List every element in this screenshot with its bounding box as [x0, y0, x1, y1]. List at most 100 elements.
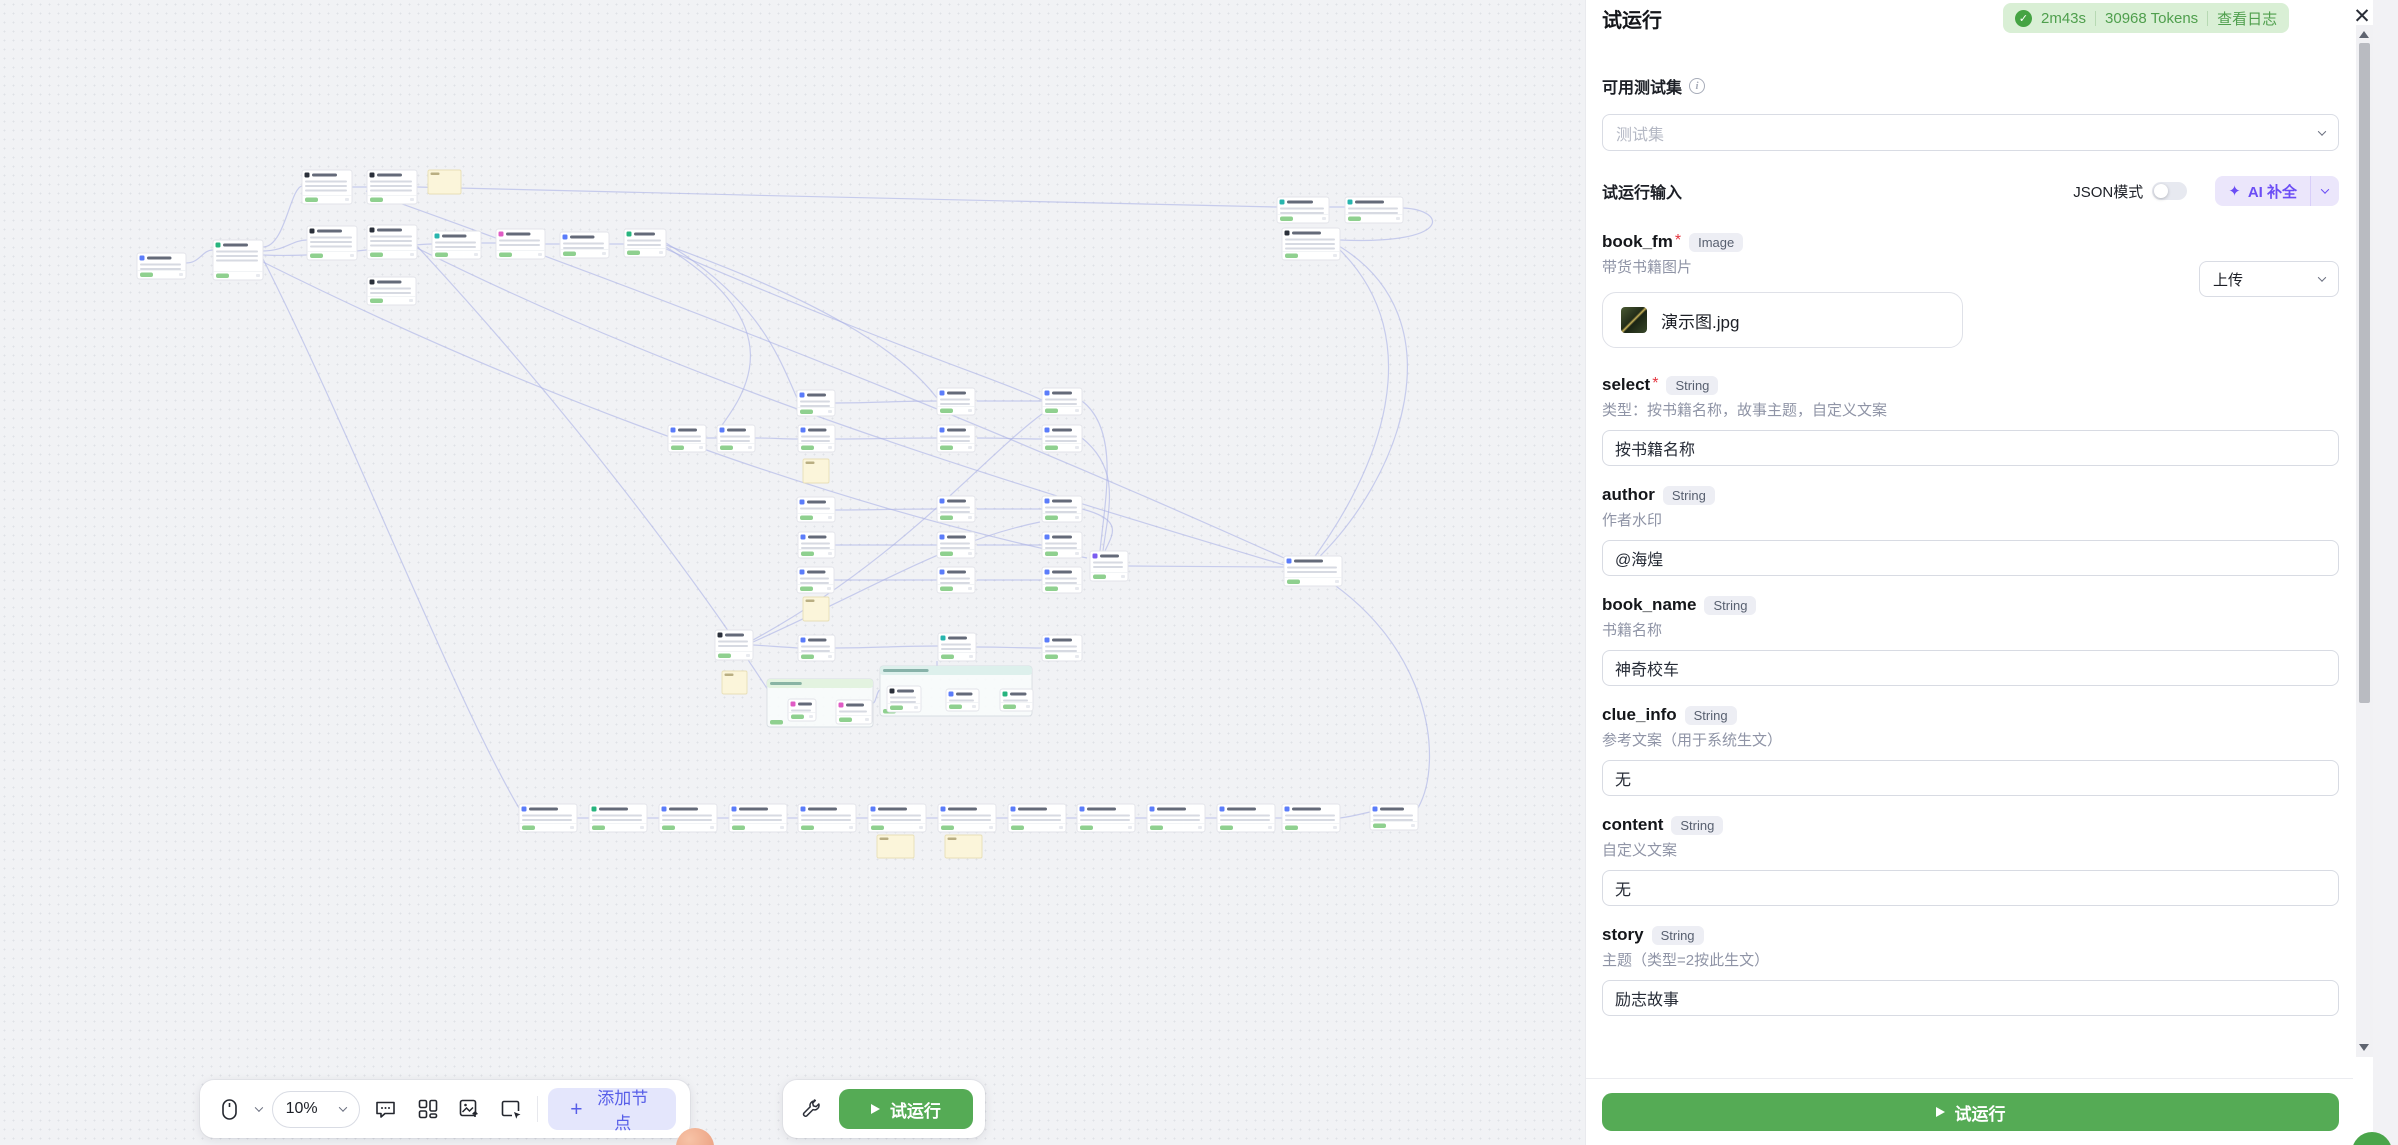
- workflow-node[interactable]: [667, 424, 707, 453]
- workflow-node[interactable]: [559, 231, 610, 259]
- panel-run-button[interactable]: 试运行: [1602, 1093, 2339, 1131]
- assistant-fab[interactable]: [676, 1128, 714, 1145]
- workflow-node[interactable]: [1216, 803, 1276, 833]
- workflow-node[interactable]: [495, 228, 546, 260]
- workflow-node[interactable]: [306, 225, 358, 261]
- workflow-node[interactable]: [1276, 196, 1330, 224]
- sticky-note[interactable]: [802, 458, 830, 484]
- ai-complete-dropdown[interactable]: [2310, 176, 2339, 206]
- workflow-canvas[interactable]: 10% + 添加节点: [0, 0, 1585, 1145]
- scrollbar-thumb[interactable]: [2359, 43, 2370, 703]
- workflow-node[interactable]: [945, 688, 980, 712]
- workflow-node[interactable]: [1369, 803, 1419, 831]
- workflow-node[interactable]: [518, 803, 578, 833]
- field-input[interactable]: [1602, 650, 2339, 686]
- panel-scrollbar[interactable]: [2356, 25, 2373, 1057]
- workflow-node[interactable]: [999, 688, 1034, 712]
- run-status-badge[interactable]: ✓ 2m43s 30968 Tokens 查看日志: [2003, 3, 2290, 33]
- testset-select[interactable]: 测试集: [1602, 114, 2339, 151]
- workflow-node[interactable]: [1041, 424, 1083, 453]
- workflow-node[interactable]: [796, 496, 836, 523]
- workflow-node[interactable]: [936, 531, 976, 559]
- workflow-node[interactable]: [431, 230, 482, 260]
- workflow-node[interactable]: [886, 685, 922, 713]
- workflow-node[interactable]: [623, 228, 667, 258]
- field-type-badge: String: [1666, 376, 1719, 395]
- workflow-node[interactable]: [366, 224, 418, 260]
- workflow-node[interactable]: [1344, 196, 1404, 224]
- sticky-note[interactable]: [721, 670, 748, 695]
- workflow-node[interactable]: [716, 424, 756, 453]
- workflow-node[interactable]: [796, 389, 836, 417]
- workflow-node[interactable]: [937, 632, 977, 662]
- workflow-node[interactable]: [1089, 550, 1129, 582]
- workflow-node[interactable]: [1041, 566, 1083, 594]
- sticky-note[interactable]: [427, 169, 462, 195]
- json-mode-toggle[interactable]: [2152, 182, 2188, 200]
- workflow-node[interactable]: [797, 531, 836, 559]
- workflow-node[interactable]: [658, 803, 718, 833]
- workflow-node[interactable]: [1041, 634, 1083, 662]
- workflow-node[interactable]: [1146, 803, 1206, 833]
- workflow-node[interactable]: [366, 276, 417, 306]
- workflow-node[interactable]: [787, 698, 817, 722]
- zoom-level-select[interactable]: 10%: [271, 1090, 360, 1128]
- field-input[interactable]: [1602, 540, 2339, 576]
- field-input[interactable]: [1602, 870, 2339, 906]
- upload-method-select[interactable]: 上传: [2199, 261, 2339, 297]
- workflow-node[interactable]: [936, 495, 976, 523]
- workflow-node[interactable]: [937, 803, 997, 833]
- workflow-node[interactable]: [1041, 387, 1083, 416]
- workflow-node[interactable]: [136, 252, 187, 280]
- input-section-label: 试运行输入: [1602, 185, 1683, 202]
- workflow-node[interactable]: [936, 566, 976, 594]
- mouse-mode-button[interactable]: [214, 1092, 246, 1126]
- workflow-node[interactable]: [301, 169, 353, 205]
- comment-button[interactable]: [370, 1092, 402, 1126]
- mouse-mode-chevron-icon[interactable]: [254, 1103, 263, 1112]
- workflow-node[interactable]: [936, 387, 976, 416]
- uploaded-file-chip[interactable]: 演示图.jpg: [1602, 292, 1963, 348]
- field-input[interactable]: [1602, 430, 2339, 466]
- sticky-note[interactable]: [876, 834, 915, 859]
- scroll-up-arrow[interactable]: [2359, 31, 2369, 38]
- workflow-node[interactable]: [797, 634, 836, 662]
- workflow-node[interactable]: [588, 803, 648, 833]
- success-check-icon: ✓: [2015, 9, 2032, 27]
- ai-complete-button[interactable]: ✦ AI 补全: [2215, 176, 2339, 206]
- workflow-node[interactable]: [1283, 555, 1343, 587]
- workflow-node[interactable]: [1281, 227, 1341, 261]
- field-input[interactable]: [1602, 980, 2339, 1016]
- workflow-node[interactable]: [366, 169, 418, 205]
- ai-complete-main[interactable]: ✦ AI 补全: [2215, 176, 2310, 206]
- canvas-run-label: 试运行: [889, 1101, 941, 1121]
- workflow-node[interactable]: [797, 803, 857, 833]
- workflow-node[interactable]: [714, 629, 754, 661]
- workflow-node[interactable]: [1281, 803, 1341, 833]
- scroll-down-arrow[interactable]: [2359, 1044, 2369, 1051]
- workflow-node[interactable]: [835, 699, 873, 725]
- workflow-node[interactable]: [796, 566, 835, 594]
- frame-select-button[interactable]: [495, 1092, 527, 1126]
- info-icon[interactable]: i: [1689, 78, 1706, 94]
- workflow-node[interactable]: [1041, 531, 1083, 559]
- image-upload-button[interactable]: [453, 1092, 485, 1126]
- workflow-node[interactable]: [867, 803, 927, 833]
- close-icon[interactable]: ✕: [2353, 4, 2371, 28]
- workflow-node[interactable]: [936, 424, 976, 453]
- workflow-node[interactable]: [212, 239, 264, 281]
- field-input[interactable]: [1602, 760, 2339, 796]
- workflow-node[interactable]: [728, 803, 788, 833]
- add-node-button[interactable]: + 添加节点: [548, 1088, 676, 1133]
- layout-blocks-button[interactable]: [412, 1092, 444, 1126]
- workflow-node[interactable]: [797, 424, 836, 453]
- wrench-icon[interactable]: [795, 1092, 827, 1126]
- sticky-note[interactable]: [944, 834, 983, 859]
- view-log-link[interactable]: 查看日志: [2217, 10, 2278, 28]
- corner-fab[interactable]: [2352, 1132, 2392, 1145]
- canvas-run-button[interactable]: 试运行: [838, 1089, 973, 1129]
- workflow-node[interactable]: [1041, 495, 1083, 523]
- sticky-note[interactable]: [802, 596, 830, 622]
- workflow-node[interactable]: [1076, 803, 1136, 833]
- workflow-node[interactable]: [1007, 803, 1067, 833]
